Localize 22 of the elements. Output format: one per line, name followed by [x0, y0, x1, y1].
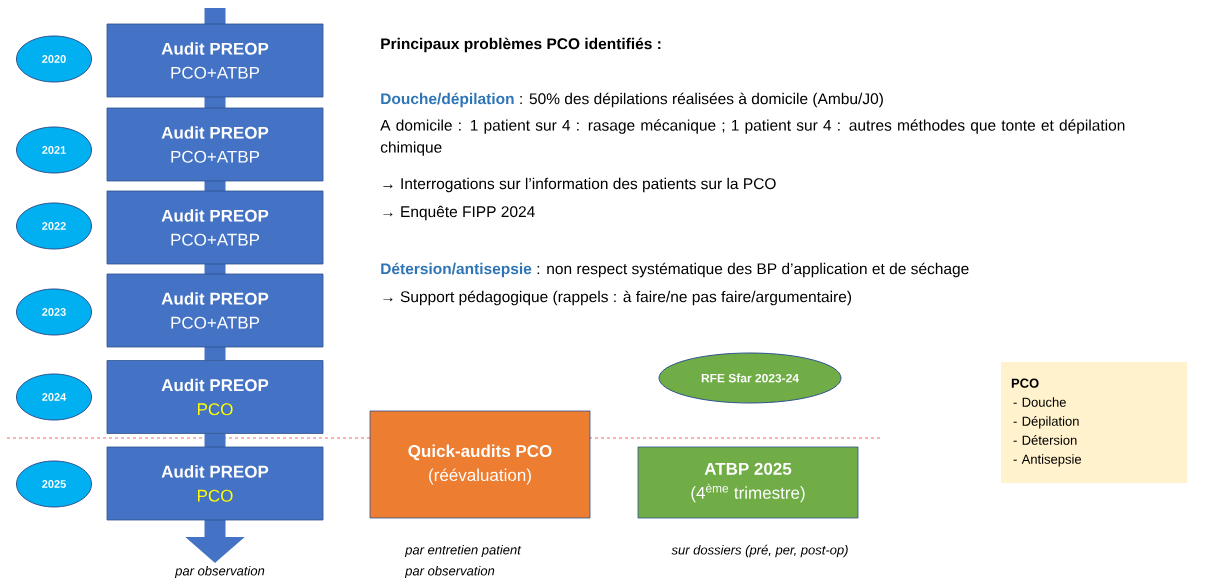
method-note: sur dossiers (pré, per, post-op)	[671, 544, 848, 558]
body-text: → Support pédagogique (rappels : à faire/ne pas faire/argumentaire)	[383, 290, 852, 306]
audit-box: Audit PREOP PCO	[106, 446, 324, 521]
audit-box: Audit PREOP PCO+ATBP	[106, 23, 324, 98]
audit-box: Audit PREOP PCO+ATBP	[106, 273, 324, 348]
body-text: : 50% des dépilations réalisées à domicile (Ambu/J0)	[520, 92, 883, 108]
body-text: : non respect systématique des BP d’application et de séchage	[537, 262, 969, 278]
topic-list-box: PCO - Douche - Dépilation - Détersion - Antisepsie	[1001, 362, 1187, 483]
keyword: Douche/dépilation	[381, 92, 514, 108]
method-note: par observation	[174, 565, 265, 579]
audit-box: Audit PREOP PCO+ATBP	[106, 190, 324, 265]
audit-box: ATBP 2025 (4$^{ème}$ trimestre)	[637, 446, 859, 519]
body-text: → Interrogations sur l’information des patients sur la PCO	[383, 177, 776, 193]
audit-box: Audit PREOP PCO+ATBP	[106, 107, 324, 182]
method-note: par observation	[404, 565, 495, 579]
quick-audit-box: Quick-audits PCO (réévaluation)	[369, 410, 591, 519]
audit-box: Audit PREOP PCO	[106, 360, 324, 434]
method-note: par entretien patient	[404, 544, 522, 558]
keyword: Détersion/antisepsie	[381, 262, 532, 278]
heading: Principaux problèmes PCO identifiés :	[381, 37, 661, 53]
body-text: A domicile : 1 patient sur 4 : rasage mécanique ; 1 patient sur 4 : autres méthodes que tonte et dépilation chimique	[380, 119, 1125, 156]
body-text: → Enquête FIPP 2024	[383, 205, 535, 221]
